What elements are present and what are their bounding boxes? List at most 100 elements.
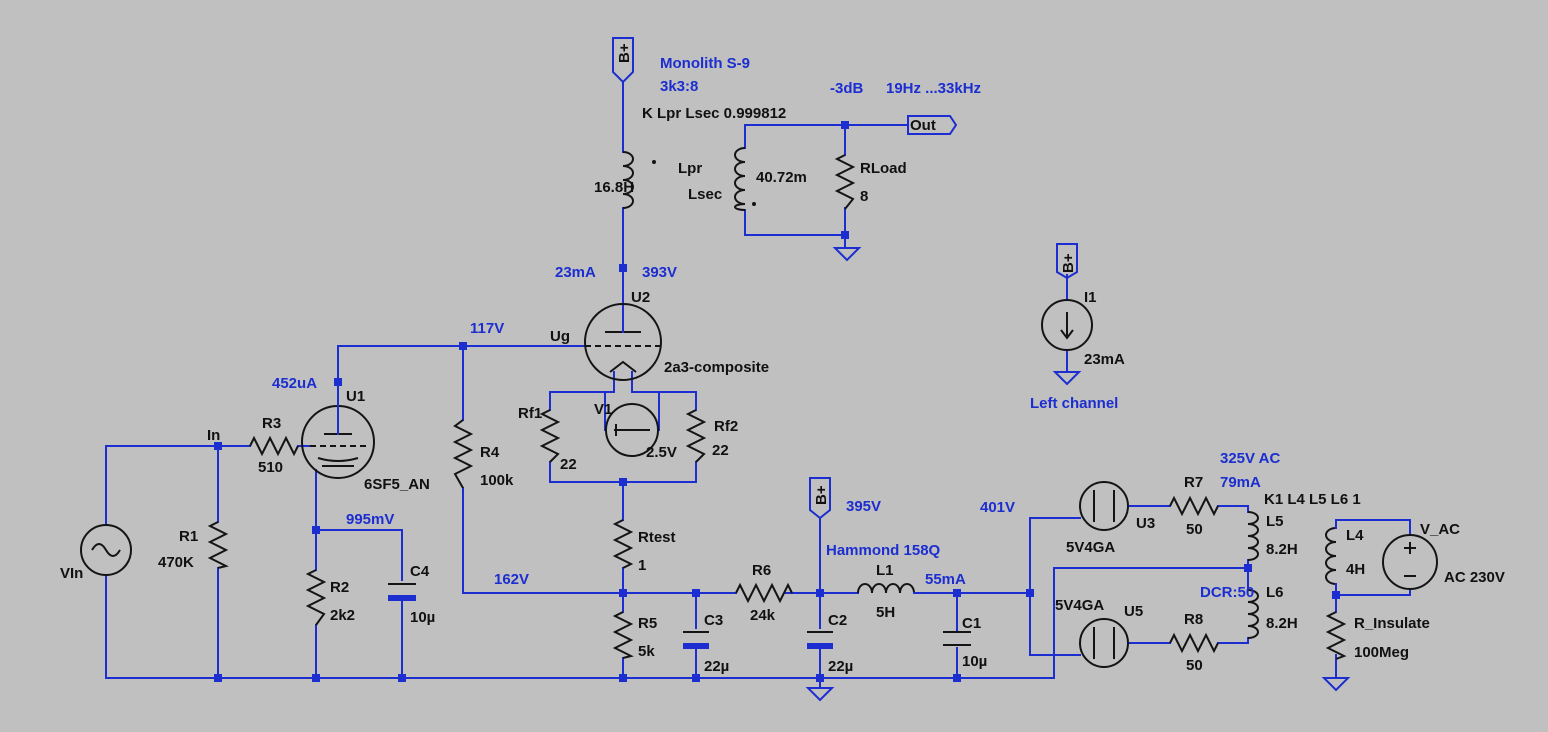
- rtest-name: Rtest: [638, 529, 676, 546]
- lsec-value: 40.72m: [756, 169, 807, 186]
- i1-value: 23mA: [1084, 351, 1125, 368]
- dcr-label: DCR:50: [1200, 584, 1254, 601]
- r6-value: 24k: [750, 607, 776, 624]
- l4-name: L4: [1346, 527, 1364, 544]
- r7-value: 50: [1186, 521, 1203, 538]
- voltage-995: 995mV: [346, 511, 394, 528]
- current-55: 55mA: [925, 571, 966, 588]
- current-u2: 23mA: [555, 264, 596, 281]
- l6-name: L6: [1266, 584, 1284, 601]
- u1-tube[interactable]: [301, 405, 375, 479]
- channel-label: Left channel: [1030, 395, 1118, 412]
- current-u1: 452uA: [272, 375, 317, 392]
- voltage-395: 395V: [846, 498, 881, 515]
- voltage-401: 401V: [980, 499, 1015, 516]
- u1-model: 6SF5_AN: [364, 476, 430, 493]
- l4-inductor[interactable]: [1325, 519, 1337, 596]
- title-label: Monolith S-9: [660, 55, 750, 72]
- c3-value: 22µ: [704, 658, 729, 675]
- r-insulate-name: R_Insulate: [1354, 615, 1430, 632]
- bplus-flag-top: [612, 37, 634, 91]
- r6-resistor[interactable]: [735, 582, 793, 604]
- rf1-value: 22: [560, 456, 577, 473]
- ground-symbols: [805, 234, 1351, 702]
- r4-resistor[interactable]: [452, 419, 474, 489]
- u2-model: 2a3-composite: [664, 359, 769, 376]
- rtest-resistor[interactable]: [612, 519, 634, 569]
- coupling-directive: K Lpr Lsec 0.999812: [642, 105, 786, 122]
- vin-name: VIn: [60, 565, 83, 582]
- r1-resistor[interactable]: [207, 521, 229, 569]
- c2-name: C2: [828, 612, 847, 629]
- bplus-label-i1: B+: [1060, 253, 1077, 273]
- rf1-resistor[interactable]: [539, 409, 561, 463]
- c1-capacitor[interactable]: [943, 631, 971, 646]
- r7-resistor[interactable]: [1169, 495, 1219, 517]
- junction-dots: [214, 121, 1340, 682]
- rload-value: 8: [860, 188, 868, 205]
- u1-name: U1: [346, 388, 365, 405]
- r4-value: 100k: [480, 472, 514, 489]
- rf2-resistor[interactable]: [685, 409, 707, 463]
- r8-resistor[interactable]: [1169, 632, 1219, 654]
- r5-name: R5: [638, 615, 657, 632]
- r6-name: R6: [752, 562, 771, 579]
- lsec-inductor[interactable]: [734, 147, 756, 211]
- l5-name: L5: [1266, 513, 1284, 530]
- r3-resistor[interactable]: [249, 435, 299, 457]
- l5-value: 8.2H: [1266, 541, 1298, 558]
- r2-resistor[interactable]: [305, 569, 327, 626]
- v-ac-source[interactable]: [1382, 534, 1438, 590]
- c2-capacitor[interactable]: [807, 631, 833, 656]
- c4-capacitor[interactable]: [388, 583, 416, 609]
- v1-source[interactable]: [605, 403, 659, 457]
- c2-value: 22µ: [828, 658, 853, 675]
- r8-value: 50: [1186, 657, 1203, 674]
- voltage-162: 162V: [494, 571, 529, 588]
- rtest-value: 1: [638, 557, 646, 574]
- u3-name: U3: [1136, 515, 1155, 532]
- k2-directive: K1 L4 L5 L6 1: [1264, 491, 1361, 508]
- r2-value: 2k2: [330, 607, 355, 624]
- rf2-value: 22: [712, 442, 729, 459]
- u2-tube[interactable]: [584, 303, 662, 381]
- c3-capacitor[interactable]: [683, 631, 709, 656]
- c4-value: 10µ: [410, 609, 435, 626]
- r5-resistor[interactable]: [612, 611, 634, 659]
- bplus-flag-mid: [809, 477, 831, 520]
- c4-name: C4: [410, 563, 430, 580]
- ug-node: Ug: [550, 328, 570, 345]
- r1-name: R1: [179, 528, 198, 545]
- v1-name: V1: [594, 401, 612, 418]
- u2-name: U2: [631, 289, 650, 306]
- vin-source[interactable]: [80, 524, 132, 576]
- in-node: In: [207, 427, 220, 444]
- out-port: [907, 115, 958, 135]
- rload-resistor[interactable]: [834, 154, 856, 210]
- c3-name: C3: [704, 612, 723, 629]
- l1-inductor[interactable]: [857, 583, 917, 594]
- l5-inductor[interactable]: [1247, 511, 1259, 561]
- u5-rectifier[interactable]: [1079, 618, 1129, 668]
- l4-value: 4H: [1346, 561, 1365, 578]
- v-ac-name: V_AC: [1420, 521, 1460, 538]
- l6-inductor[interactable]: [1247, 589, 1259, 639]
- i1-current-source[interactable]: [1041, 299, 1093, 351]
- r3-value: 510: [258, 459, 283, 476]
- bandwidth-label: 19Hz ...33kHz: [886, 80, 981, 97]
- u3-rectifier[interactable]: [1079, 481, 1129, 531]
- r3-name: R3: [262, 415, 281, 432]
- r-insulate-resistor[interactable]: [1325, 611, 1347, 660]
- r4-name: R4: [480, 444, 500, 461]
- l6-value: 8.2H: [1266, 615, 1298, 632]
- r5-value: 5k: [638, 643, 655, 660]
- bplus-label-top: B+: [616, 43, 633, 63]
- rf2-name: Rf2: [714, 418, 738, 435]
- lpr-inductor[interactable]: [622, 151, 656, 209]
- r8-name: R8: [1184, 611, 1203, 628]
- voltage-plate: 393V: [642, 264, 677, 281]
- l1-value: 5H: [876, 604, 895, 621]
- r2-name: R2: [330, 579, 349, 596]
- c1-value: 10µ: [962, 653, 987, 670]
